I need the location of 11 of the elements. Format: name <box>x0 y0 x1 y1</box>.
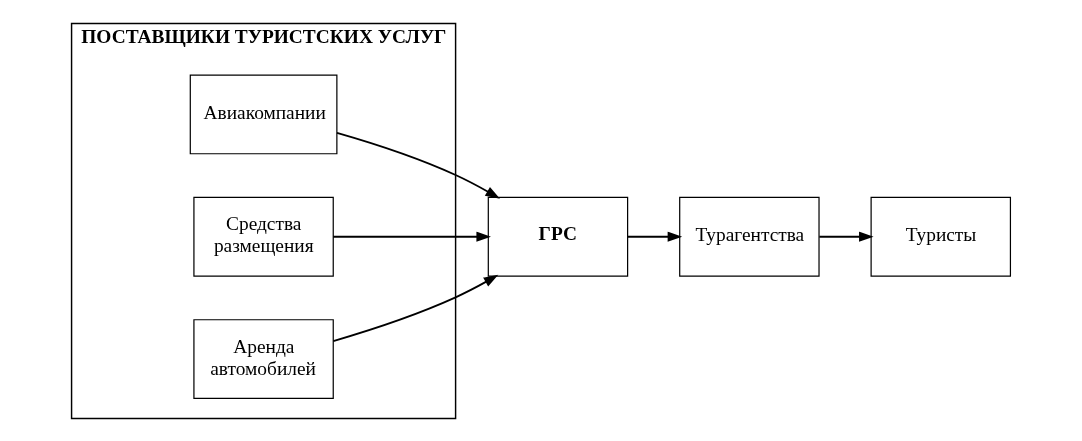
arrow <box>627 231 683 242</box>
node-box: Аренда автомобилей <box>193 318 334 399</box>
node-box: Туристы <box>870 196 1012 277</box>
node-box: Средства размещения <box>193 196 334 277</box>
arrow <box>332 231 491 242</box>
node-box: ГРС <box>487 196 629 277</box>
node-box: Турагентства <box>679 196 820 277</box>
arrow <box>818 231 874 242</box>
node-box: Авиакомпании <box>189 73 338 154</box>
arrow <box>332 274 499 342</box>
arrow <box>336 131 500 199</box>
